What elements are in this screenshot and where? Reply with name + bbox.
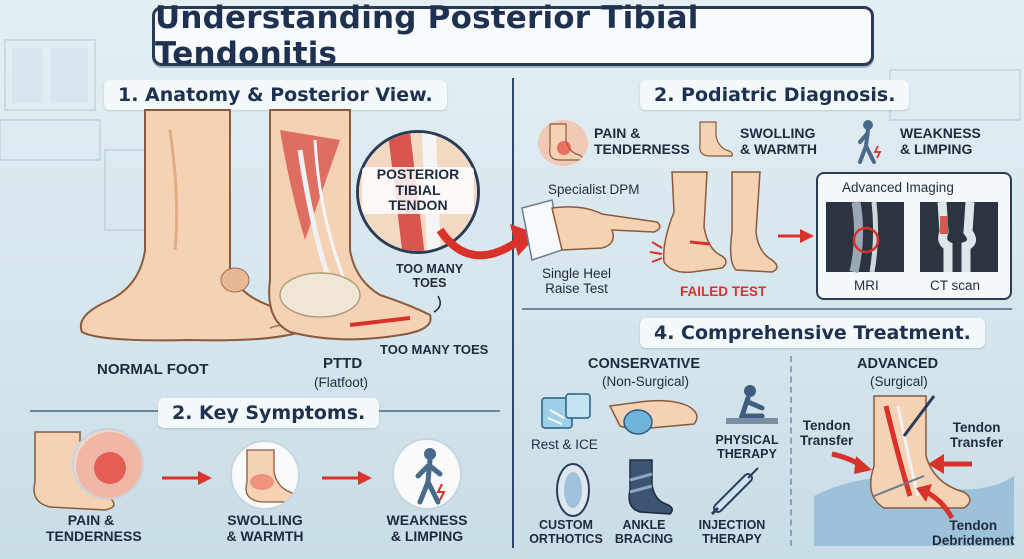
normal-foot-label: NORMAL FOOT xyxy=(97,361,209,378)
tendon-transfer-right-label: Tendon Transfer xyxy=(950,420,1004,451)
failed-strain-marks xyxy=(649,241,663,263)
ankle-bracing-label: ANKLE BRACING xyxy=(614,518,674,546)
diag-pain-icon xyxy=(538,120,588,166)
ct-label: CT scan xyxy=(930,278,981,293)
symptom-label-pain: PAIN & TENDERNESS xyxy=(46,512,142,544)
custom-orthotics-label: CUSTOM ORTHOTICS xyxy=(529,518,603,546)
surgery-arrow-bottom xyxy=(916,484,955,520)
injection-syringe-icon xyxy=(710,467,759,516)
tendon-debridement-label: Tendon Debridement xyxy=(932,518,1015,549)
physical-therapy-label: PHYSICAL THERAPY xyxy=(715,433,779,461)
vertical-divider xyxy=(512,78,514,548)
treatment-dashed-divider xyxy=(790,356,792,546)
custom-orthotics-icon xyxy=(556,463,590,517)
pointing-hand-illustration xyxy=(521,199,661,261)
ct-image xyxy=(920,201,998,272)
right-horizontal-divider xyxy=(522,308,1012,310)
treatment-heading: 4. Comprehensive Treatment. xyxy=(640,318,985,348)
ice-pack-icon xyxy=(541,393,591,429)
page-title: Understanding Posterior Tibial Tendoniti… xyxy=(155,0,699,72)
surgery-arrow-left xyxy=(831,451,872,474)
pttd-foot-illustration xyxy=(268,109,432,341)
ankle-brace-icon xyxy=(628,459,673,515)
iced-foot-icon xyxy=(608,399,698,435)
non-surgical-label: (Non-Surgical) xyxy=(602,374,690,389)
diag-swelling-icon xyxy=(699,121,733,157)
diag-pain-label: PAIN & TENDERNESS xyxy=(594,125,690,157)
surgery-arrow-right xyxy=(928,454,972,474)
tendon-transfer-left-label: Tendon Transfer xyxy=(800,418,854,449)
mri-label: MRI xyxy=(854,278,879,293)
too-many-toes-lower: TOO MANY TOES xyxy=(380,342,489,357)
weakness-circle-icon xyxy=(392,438,462,510)
diag-swelling-label: SWOLLING & WARMTH xyxy=(740,125,817,157)
heel-raise-feet-illustration xyxy=(662,171,778,274)
anatomy-heading: 1. Anatomy & Posterior View. xyxy=(104,80,447,110)
flatfoot-label: (Flatfoot) xyxy=(314,375,369,390)
pain-circle-icon xyxy=(72,428,144,500)
specialist-label: Specialist DPM xyxy=(548,182,640,197)
too-many-toes-upper: TOO MANY TOES xyxy=(396,262,464,290)
conservative-label: CONSERVATIVE xyxy=(588,356,700,372)
injection-therapy-label: INJECTION THERAPY xyxy=(698,518,766,546)
imaging-title: Advanced Imaging xyxy=(842,180,954,195)
failed-test-label: FAILED TEST xyxy=(680,284,767,299)
surgical-label: (Surgical) xyxy=(870,374,928,389)
symptom-arrow-2 xyxy=(322,471,372,485)
title-banner: Understanding Posterior Tibial Tendoniti… xyxy=(152,0,874,72)
tendon-callout-label: POSTERIOR TIBIAL TENDON xyxy=(362,166,474,215)
symptom-arrow-1 xyxy=(162,471,212,485)
swelling-circle-icon xyxy=(230,440,300,510)
symptom-label-weakness: WEAKNESS & LIMPING xyxy=(386,512,468,544)
to-imaging-arrow xyxy=(778,229,814,243)
diagnosis-heading: 2. Podiatric Diagnosis. xyxy=(640,80,910,110)
mri-image xyxy=(826,201,904,274)
surgical-illustration xyxy=(814,395,1014,546)
heel-raise-label: Single Heel Raise Test xyxy=(542,266,612,297)
advanced-label: ADVANCED xyxy=(857,356,939,372)
physical-therapy-icon xyxy=(726,385,778,424)
toe-pointer-icon xyxy=(433,295,441,313)
diag-weakness-icon xyxy=(858,120,882,164)
rest-ice-label: Rest & ICE xyxy=(531,437,598,452)
pttd-label: PTTD xyxy=(323,355,363,372)
symptom-label-swelling: SWOLLING & WARMTH xyxy=(226,512,304,544)
symptoms-heading: 2. Key Symptoms. xyxy=(158,398,380,428)
diag-weakness-label: WEAKNESS & LIMPING xyxy=(900,125,981,157)
